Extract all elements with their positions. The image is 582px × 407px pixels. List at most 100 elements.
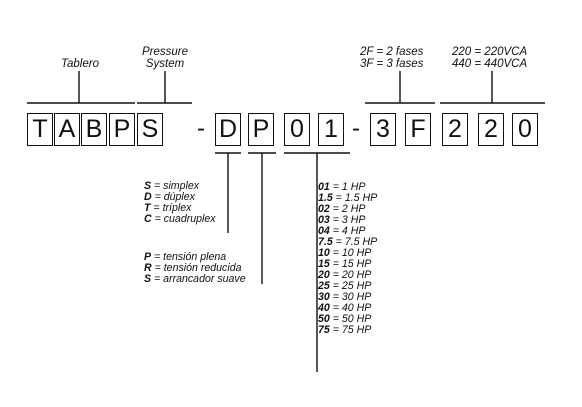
- legend-separator: =: [329, 280, 342, 292]
- legend-code: D: [144, 191, 152, 203]
- legend-code: P: [144, 251, 152, 263]
- legend-text: tensión reducida: [163, 262, 242, 274]
- legend-text: 40 HP: [341, 302, 372, 314]
- legend-code: T: [144, 202, 151, 214]
- legend-code: 25: [318, 280, 330, 292]
- legend-row-tipo: T = tríplex: [144, 203, 216, 214]
- code-char-box: P: [248, 113, 274, 146]
- legend-separator: =: [332, 192, 345, 204]
- legend-text: simplex: [163, 180, 200, 192]
- legend-separator: =: [151, 251, 164, 263]
- legend-row-hp: 03 = 3 HP: [318, 215, 377, 226]
- legend-row-hp: 01 = 1 HP: [318, 182, 377, 193]
- code-char-box: 2: [442, 113, 468, 146]
- legend-text: dúplex: [163, 191, 195, 203]
- legend-code: 50: [318, 313, 330, 325]
- legend-row-hp: 1.5 = 1.5 HP: [318, 193, 377, 204]
- code-char-box: D: [215, 113, 241, 146]
- legend-separator: =: [329, 324, 342, 336]
- code-char-box: S: [137, 113, 163, 146]
- legend-text: cuadruplex: [163, 213, 216, 225]
- legend-row-hp: 50 = 50 HP: [318, 314, 377, 325]
- legend-code: 04: [318, 225, 330, 237]
- code-char-box: T: [27, 113, 53, 146]
- legend-row-arranque: S = arrancador suave: [144, 274, 246, 285]
- legend-row-arranque: P = tensión plena: [144, 252, 246, 263]
- legend-separator: =: [151, 180, 164, 192]
- legend-code: R: [144, 262, 152, 274]
- header-fases: 2F = 2 fases 3F = 3 fases: [360, 46, 424, 70]
- legend-row-tipo: S = simplex: [144, 181, 216, 192]
- legend-row-arranque: R = tensión reducida: [144, 263, 246, 274]
- legend-code: C: [144, 213, 152, 225]
- legend-separator: =: [151, 191, 164, 203]
- legend-row-hp: 40 = 40 HP: [318, 303, 377, 314]
- header-voltaje: 220 = 220VCA 440 = 440VCA: [452, 46, 528, 70]
- legend-text: 30 HP: [341, 291, 372, 303]
- legend-text: 2 HP: [341, 203, 366, 215]
- code-char-box: B: [81, 113, 107, 146]
- legend-code: 75: [318, 324, 330, 336]
- legend-text: 3 HP: [341, 214, 366, 226]
- legend-text: 15 HP: [341, 258, 372, 270]
- code-char-box: P: [109, 113, 135, 146]
- legend-row-tipo: C = cuadruplex: [144, 214, 216, 225]
- code-char-box: 0: [512, 113, 538, 146]
- code-char-box: 0: [284, 113, 310, 146]
- header-tablero: Tablero: [61, 58, 99, 70]
- legend-text: 1.5 HP: [344, 192, 378, 204]
- legend-text: tensión plena: [163, 251, 227, 263]
- legend-row-hp: 04 = 4 HP: [318, 226, 377, 237]
- code-char-box: 1: [318, 113, 344, 146]
- legend-code: 03: [318, 214, 330, 226]
- legend-separator: =: [329, 225, 342, 237]
- legend-text: arrancador suave: [163, 273, 246, 285]
- header-pressure-system: Pressure System: [141, 46, 189, 70]
- legend-separator: =: [151, 262, 164, 274]
- legend-separator: =: [151, 273, 164, 285]
- legend-separator: =: [329, 258, 342, 270]
- code-char-box: F: [405, 113, 431, 146]
- legend-row-hp: 7.5 = 7.5 HP: [318, 237, 377, 248]
- legend-code: 01: [318, 181, 330, 193]
- legend-code: 30: [318, 291, 330, 303]
- legend-row-tipo: D = dúplex: [144, 192, 216, 203]
- legend-code: 15: [318, 258, 330, 270]
- legend-code: S: [144, 273, 152, 285]
- legend-row-hp: 10 = 10 HP: [318, 248, 377, 259]
- legend-text: 4 HP: [341, 225, 366, 237]
- code-separator: -: [197, 115, 205, 142]
- legend-row-hp: 02 = 2 HP: [318, 204, 377, 215]
- legend-separator: =: [329, 247, 342, 259]
- code-char-box: A: [54, 113, 80, 146]
- legend-separator: =: [329, 302, 342, 314]
- legend-text: 75 HP: [341, 324, 372, 336]
- legend-code: 7.5: [318, 236, 333, 248]
- legend-separator: =: [151, 213, 164, 225]
- legend-row-hp: 20 = 20 HP: [318, 270, 377, 281]
- legend-separator: =: [329, 269, 342, 281]
- legend-text: tríplex: [162, 202, 192, 214]
- legend-text: 7.5 HP: [344, 236, 378, 248]
- legend-row-hp: 15 = 15 HP: [318, 259, 377, 270]
- legend-text: 20 HP: [341, 269, 372, 281]
- code-separator: -: [352, 115, 360, 142]
- legend-code: 40: [318, 302, 330, 314]
- legend-separator: =: [329, 214, 342, 226]
- legend-code: S: [144, 180, 152, 192]
- legend-text: 25 HP: [341, 280, 372, 292]
- legend-separator: =: [332, 236, 345, 248]
- code-char-box: 3: [370, 113, 396, 146]
- legend-code: 02: [318, 203, 330, 215]
- legend-separator: =: [329, 291, 342, 303]
- legend-text: 1 HP: [341, 181, 366, 193]
- legend-row-hp: 30 = 30 HP: [318, 292, 377, 303]
- legend-row-hp: 25 = 25 HP: [318, 281, 377, 292]
- legend-text: 50 HP: [341, 313, 372, 325]
- legend-text: 10 HP: [341, 247, 372, 259]
- legend-code: 10: [318, 247, 330, 259]
- legend-separator: =: [329, 203, 342, 215]
